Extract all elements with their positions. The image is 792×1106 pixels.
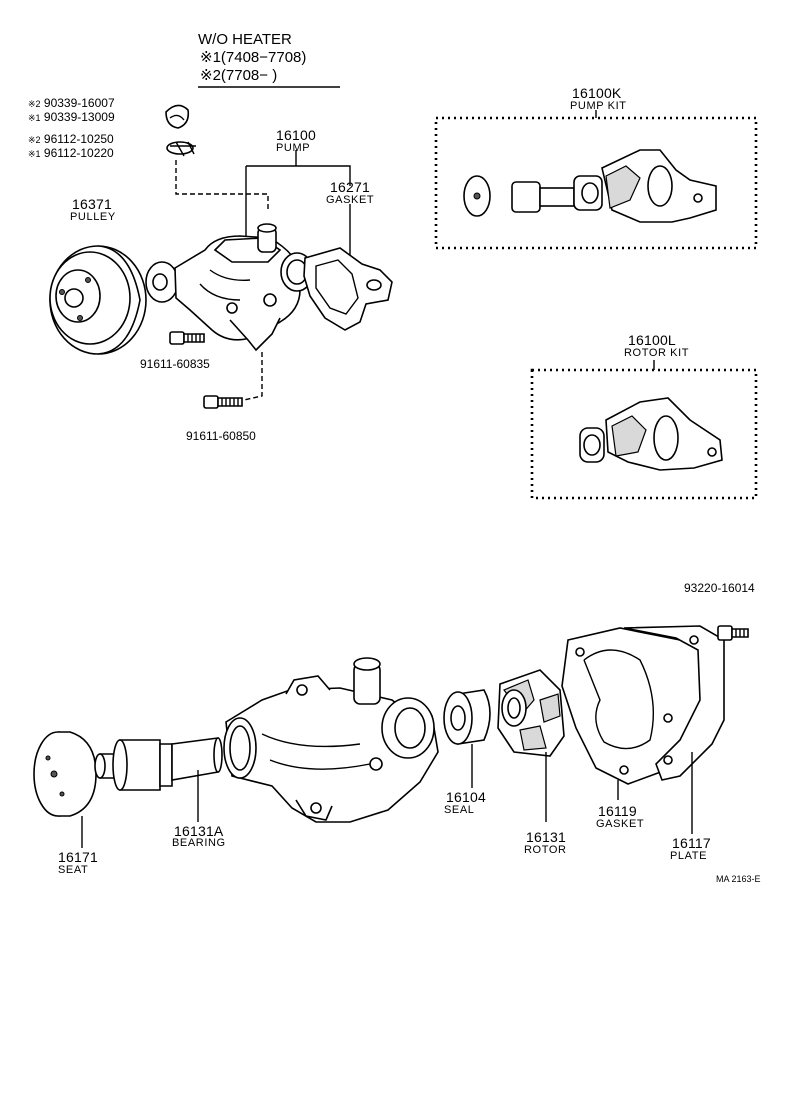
bearing-drawing xyxy=(94,737,223,791)
rotor-kit-number: 16100L xyxy=(628,332,676,348)
pump-number: 16100 xyxy=(276,127,316,143)
hose-clamp-detail xyxy=(170,141,196,157)
bolt-16014-drawing xyxy=(717,625,749,641)
pump-kit-name: PUMP KIT xyxy=(570,100,627,112)
seat-name: SEAT xyxy=(58,864,89,876)
part-90339-16007: ※2 90339-16007 xyxy=(28,96,115,110)
bolt-16014-number: 93220-16014 xyxy=(684,581,755,595)
rotor-kit-name: ROTOR KIT xyxy=(624,347,690,359)
rotor-kit-box xyxy=(530,368,758,500)
header-title: W/O HEATER xyxy=(198,31,292,48)
pump-kit-number: 16100K xyxy=(572,85,622,101)
header-note-1: ※1(7408−7708) xyxy=(200,49,307,66)
header-note-2: ※2(7708− ) xyxy=(200,67,278,84)
lower-gasket-name: GASKET xyxy=(596,818,645,830)
pump-kit-box xyxy=(434,116,758,250)
cap-plug-drawing xyxy=(165,104,190,129)
bearing-number: 16131A xyxy=(174,823,224,839)
pulley-name: PULLEY xyxy=(70,211,116,223)
seat-drawing xyxy=(33,731,97,817)
clamp-leader-line xyxy=(175,160,269,210)
bearing-name: BEARING xyxy=(172,837,226,849)
bolt-60835-drawing xyxy=(169,331,205,345)
part-96112-10220: ※1 96112-10220 xyxy=(28,146,114,160)
rotor-kit-drawing xyxy=(579,397,723,471)
gasket-name: GASKET xyxy=(326,194,375,206)
pump-body-drawing xyxy=(223,657,439,823)
pulley-drawing xyxy=(49,245,147,355)
pump-bracket xyxy=(245,150,351,237)
diagram-reference: MA 2163-E xyxy=(716,874,761,884)
cap-plug-detail xyxy=(169,114,185,121)
bolt-leader-line xyxy=(243,352,263,401)
pump-name: PUMP xyxy=(276,142,311,154)
seal-number: 16104 xyxy=(446,789,486,805)
rotor-number: 16131 xyxy=(526,829,566,845)
plate-name: PLATE xyxy=(670,850,708,862)
seal-drawing xyxy=(443,689,491,745)
gasket-number: 16271 xyxy=(330,179,370,195)
seal-name: SEAL xyxy=(444,804,475,816)
pulley-number: 16371 xyxy=(72,196,112,212)
pump-drawing xyxy=(145,223,314,352)
seat-number: 16171 xyxy=(58,849,98,865)
pump-kit-drawing xyxy=(463,149,717,223)
rotor-name: ROTOR xyxy=(524,844,567,856)
bolt-60835-number: 91611-60835 xyxy=(140,357,210,371)
plate-number: 16117 xyxy=(672,835,711,851)
gasket-drawing xyxy=(303,247,393,331)
lower-gasket-number: 16119 xyxy=(598,803,637,819)
rotor-drawing xyxy=(497,669,565,757)
part-96112-10250: ※2 96112-10250 xyxy=(28,132,114,146)
part-90339-13009: ※1 90339-13009 xyxy=(28,110,115,124)
bolt-60850-drawing xyxy=(203,395,243,409)
bolt-60850-number: 91611-60850 xyxy=(186,429,256,443)
